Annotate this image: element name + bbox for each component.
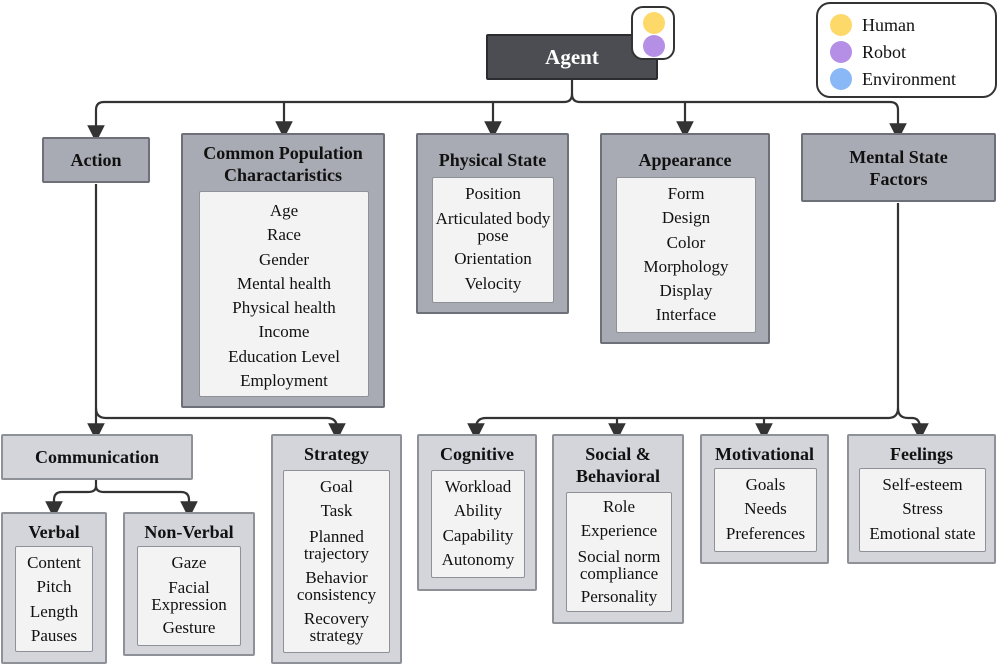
communication-title: Communication [34, 447, 159, 467]
population-list: Age Race Gender Mental health Physical h… [199, 191, 369, 397]
list-item: Color [666, 232, 706, 252]
environment-color-dot [830, 68, 852, 90]
list-item: Length [29, 601, 79, 621]
action-title: Action [70, 150, 122, 170]
list-item: Ability [453, 501, 503, 521]
list-item: Employment [240, 371, 328, 391]
legend-item-human: Human [830, 13, 915, 37]
list-item: Social norm compliance [577, 546, 661, 583]
nonverbal-node: Non-Verbal Gaze Facial Expression Gestur… [123, 512, 255, 656]
list-item: Race [267, 225, 301, 245]
appearance-node: Appearance Form Design Color Morphology … [600, 133, 770, 344]
list-item: Task [320, 501, 353, 521]
list-item: Experience [580, 521, 658, 541]
list-item: Morphology [643, 256, 729, 276]
list-item: Self-esteem [882, 475, 963, 494]
robot-color-dot [830, 41, 852, 63]
agent-badge [631, 6, 675, 60]
list-item: Emotional state [869, 523, 976, 543]
list-item: Goal [319, 477, 354, 496]
list-item: Pauses [30, 625, 78, 645]
list-item: Pitch [36, 577, 72, 597]
list-item: Personality [580, 586, 658, 606]
list-item: Display [659, 281, 713, 301]
list-item: Goals [745, 475, 786, 494]
strategy-node: Strategy Goal Task Planned trajectory Be… [271, 434, 402, 664]
list-item: Needs [744, 499, 787, 519]
list-item: Design [661, 208, 711, 228]
list-item: Age [269, 201, 299, 220]
motivational-node: Motivational Goals Needs Preferences [700, 434, 829, 564]
action-node: Action [42, 137, 150, 183]
list-item: Content [27, 553, 81, 572]
mental-state-node: Mental State Factors [801, 133, 996, 202]
list-item: Planned trajectory [303, 526, 370, 563]
verbal-list: Content Pitch Length Pauses [15, 546, 93, 652]
list-item: Autonomy [441, 549, 515, 569]
verbal-node: Verbal Content Pitch Length Pauses [1, 512, 107, 664]
list-item: Gaze [171, 553, 207, 572]
appearance-title: Appearance [638, 150, 732, 170]
feelings-title: Feelings [890, 444, 953, 464]
cognitive-node: Cognitive Workload Ability Capability Au… [417, 434, 537, 591]
legend-item-environment: Environment [830, 67, 956, 91]
social-behavioral-list: Role Experience Social norm compliance P… [566, 492, 672, 612]
list-item: Velocity [464, 273, 522, 293]
cognitive-title: Cognitive [440, 444, 514, 464]
physical-state-list: Position Articulated body pose Orientati… [432, 177, 554, 303]
legend: Human Robot Environment [816, 2, 997, 98]
physical-state-node: Physical State Position Articulated body… [416, 133, 569, 314]
list-item: Form [667, 184, 705, 203]
strategy-list: Goal Task Planned trajectory Behavior co… [283, 470, 390, 653]
physical-state-title: Physical State [438, 150, 547, 170]
robot-color-dot [643, 35, 665, 57]
human-color-dot [830, 14, 852, 36]
list-item: Facial Expression [151, 578, 227, 615]
list-item: Orientation [454, 249, 532, 269]
population-node: Common Population Charactaristics Age Ra… [181, 133, 385, 408]
list-item: Physical health [232, 298, 336, 318]
social-behavioral-title: Social & Behavioral [576, 444, 660, 486]
motivational-list: Goals Needs Preferences [714, 468, 817, 552]
agent-title: Agent [545, 45, 599, 69]
list-item: Position [465, 184, 521, 203]
list-item: Interface [655, 305, 717, 325]
population-title: Common Population Charactaristics [203, 143, 363, 185]
legend-label: Environment [862, 68, 956, 89]
feelings-node: Feelings Self-esteem Stress Emotional st… [847, 434, 996, 564]
social-behavioral-node: Social & Behavioral Role Experience Soci… [552, 434, 684, 624]
list-item: Mental health [237, 273, 331, 293]
communication-node: Communication [1, 434, 193, 480]
list-item: Income [258, 322, 310, 342]
human-color-dot [643, 12, 665, 34]
list-item: Behavior consistency [296, 567, 377, 604]
legend-label: Robot [862, 41, 907, 62]
cognitive-list: Workload Ability Capability Autonomy [431, 470, 525, 578]
motivational-title: Motivational [715, 444, 814, 464]
verbal-title: Verbal [28, 522, 80, 542]
list-item: Articulated body pose [435, 209, 551, 246]
legend-item-robot: Robot [830, 40, 906, 64]
legend-label: Human [862, 14, 915, 35]
list-item: Recovery strategy [303, 608, 370, 645]
list-item: Stress [902, 499, 943, 519]
list-item: Gender [258, 249, 310, 269]
strategy-title: Strategy [304, 444, 369, 464]
feelings-list: Self-esteem Stress Emotional state [859, 468, 986, 552]
list-item: Capability [442, 525, 514, 545]
list-item: Gesture [162, 618, 216, 638]
list-item: Workload [444, 477, 512, 496]
list-item: Preferences [725, 523, 806, 543]
list-item: Role [602, 497, 636, 516]
nonverbal-title: Non-Verbal [144, 522, 234, 542]
nonverbal-list: Gaze Facial Expression Gesture [137, 546, 241, 646]
appearance-list: Form Design Color Morphology Display Int… [616, 177, 756, 333]
list-item: Education Level [228, 346, 340, 366]
mental-state-title: Mental State Factors [849, 146, 948, 189]
